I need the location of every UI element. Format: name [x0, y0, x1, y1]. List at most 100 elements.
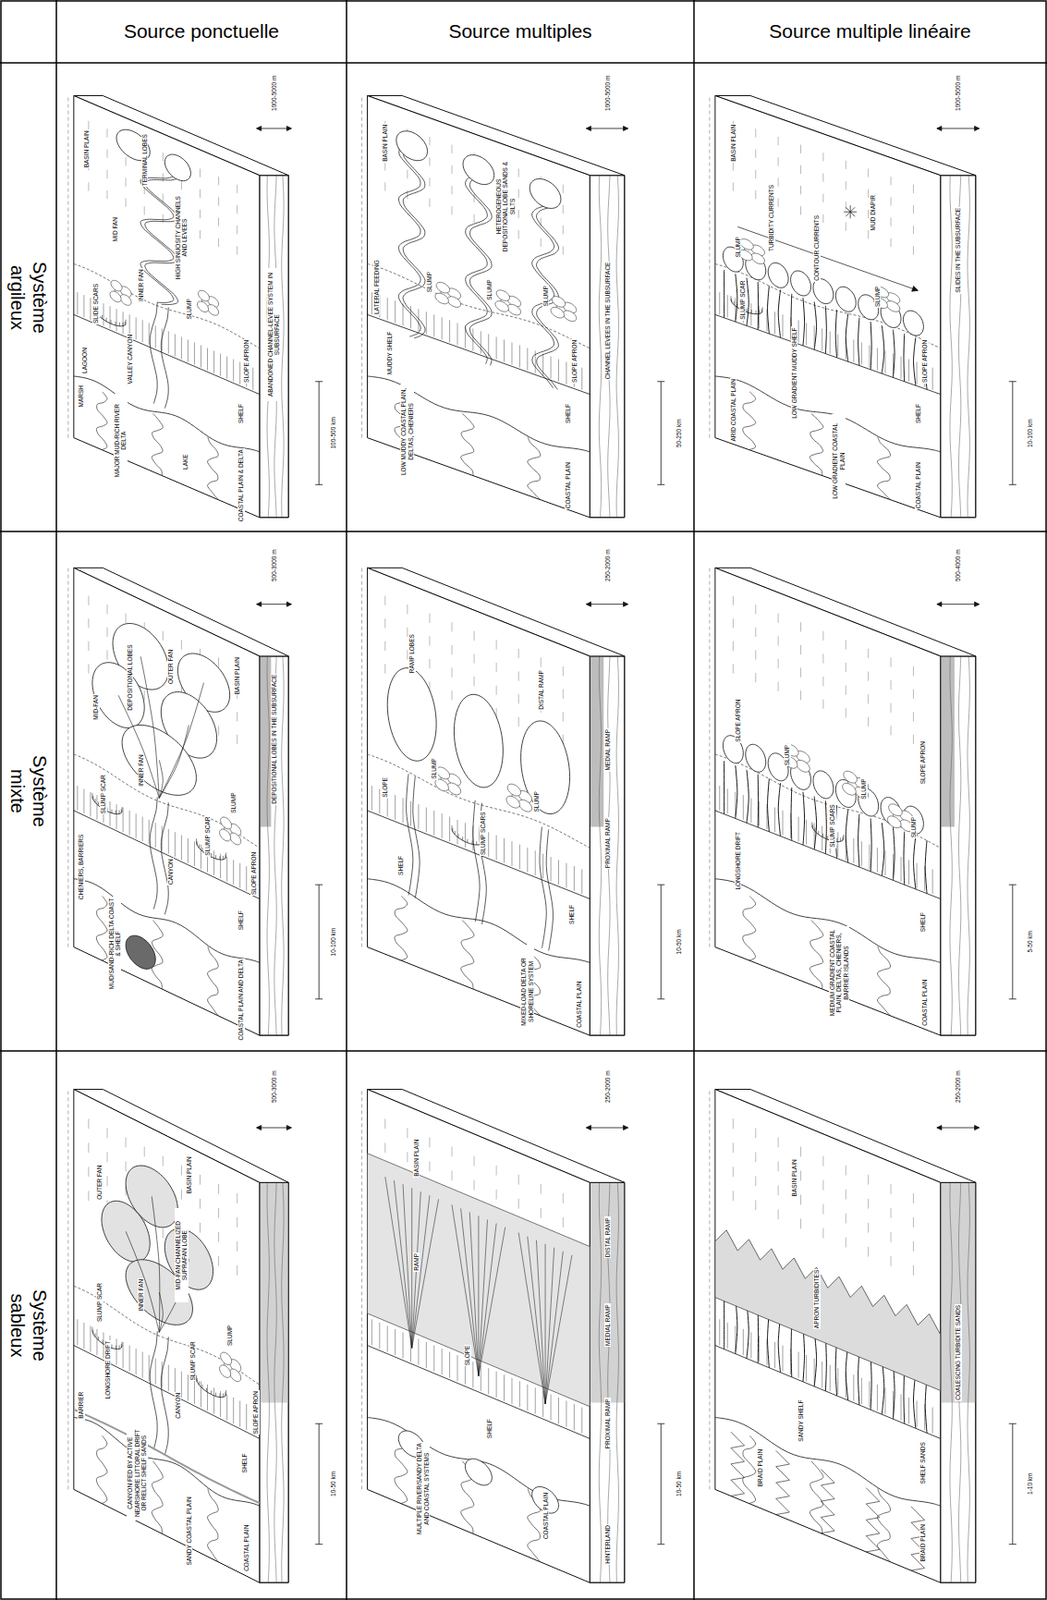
basin-hatch: [845, 662, 847, 672]
basin-hatch: [107, 128, 109, 137]
slope-hachure: [96, 1328, 98, 1355]
slope-hachure: [417, 308, 419, 331]
scar-tick: [812, 824, 814, 828]
scar-tick: [124, 321, 126, 326]
arrowhead: [937, 1125, 942, 1131]
basin-hatch: [913, 205, 914, 214]
slope-hachure: [861, 840, 863, 866]
basin-hatch: [754, 128, 756, 137]
feeder-channel: [539, 826, 547, 948]
slope-hachure: [932, 367, 934, 390]
ramp-channel: [477, 1215, 479, 1376]
slope-hachure: [550, 1393, 552, 1420]
basin-hatch: [562, 225, 564, 234]
basin-hatch: [406, 604, 408, 614]
basin-hatch: [218, 725, 220, 735]
facies-label: RAMP: [413, 1252, 420, 1272]
slope-hachure: [252, 367, 254, 390]
slope-hachure: [402, 797, 404, 823]
basin-hatch: [778, 635, 780, 646]
slope-apron: [813, 770, 834, 799]
facies-label: SLUMP SCAR: [99, 773, 107, 815]
facies-label: SANDY SHELF: [797, 1399, 804, 1443]
scar-tick: [97, 802, 99, 806]
facies-label: OUTER FAN: [96, 1164, 103, 1201]
subsurface-label: COALESCING TURBIDITE SANDS: [954, 1303, 962, 1401]
gully: [925, 1376, 927, 1434]
slope-hachure: [727, 788, 729, 814]
slump: [886, 301, 901, 313]
top-surface: [715, 1089, 941, 1583]
scar-tick: [206, 1387, 207, 1392]
river: [809, 1460, 824, 1534]
slope-hachure: [798, 1351, 800, 1378]
front-face: [259, 175, 289, 518]
slope-hachure: [782, 1345, 784, 1372]
basin-hatch: [162, 1228, 164, 1239]
scar-tick: [758, 309, 760, 314]
gully: [814, 796, 816, 850]
ramp-channel: [412, 1191, 422, 1348]
basin-hatch: [451, 165, 453, 174]
facies-label: SHELF: [919, 911, 926, 933]
scar-tick: [466, 839, 468, 843]
mud-diapir: [850, 205, 852, 212]
slope-hachure: [503, 339, 505, 362]
basin-hatch: [144, 690, 146, 700]
scale-tick: [657, 380, 665, 382]
basin-hatch: [754, 170, 756, 179]
facies-label: HETEROGENEOUS DEPOSITIONAL LOBE SANDS & …: [495, 159, 516, 255]
scale-tick: [657, 1423, 665, 1425]
slope-hachure: [232, 859, 234, 885]
gully: [913, 1372, 916, 1429]
slope-base: [715, 754, 941, 848]
slope-hachure: [433, 810, 435, 836]
ramp-channel: [478, 1219, 488, 1376]
distributary-channel: [158, 724, 189, 798]
block-diagram: [68, 567, 323, 1035]
slope-hachure: [245, 1403, 247, 1430]
river: [96, 895, 108, 960]
feeder-channel: [406, 773, 414, 895]
scar-tick: [195, 838, 197, 842]
gully: [803, 791, 805, 845]
slump: [447, 782, 461, 795]
slope-hachure: [503, 838, 505, 864]
facies-label: MUDDY SHELF: [386, 330, 393, 376]
length-scale-bar: [318, 1423, 320, 1544]
scar-tick: [842, 834, 844, 839]
basin-hatch: [107, 149, 109, 159]
scale-tick: [1009, 1423, 1017, 1425]
basin-hatch: [754, 1175, 756, 1186]
mud-diapir: [850, 211, 852, 219]
basin-hatch: [125, 157, 127, 166]
basin-hatch: [913, 666, 914, 676]
slope-hachure: [433, 1345, 435, 1372]
slope-apron: [902, 310, 924, 336]
gully: [757, 774, 759, 828]
slope-hachure: [174, 333, 176, 356]
facies-label: OUTER FAN: [167, 648, 174, 685]
subsurface-label: DISTAL RAMP: [604, 1217, 611, 1259]
slope-hachure: [727, 1322, 729, 1349]
stratum-line: [949, 175, 952, 518]
depth-scale: 1000-5000 m: [604, 74, 611, 112]
slump: [436, 766, 450, 780]
scale-tick: [315, 1423, 323, 1425]
slope-hachure: [581, 1407, 583, 1434]
facies-label: SLUMP SCARS: [828, 803, 836, 848]
basin-hatch: [428, 613, 430, 623]
slope-hachure: [402, 1331, 404, 1358]
front-face: [940, 1181, 976, 1583]
basin-hatch: [778, 1137, 780, 1148]
river: [394, 895, 408, 960]
slope-hachure: [213, 1387, 215, 1413]
basin-hatch: [451, 1170, 453, 1181]
slope-hachure: [782, 810, 784, 836]
slump: [436, 281, 450, 293]
slump: [197, 290, 209, 302]
slope-hachure: [519, 344, 521, 367]
facies-label: MIXED-LOAD DELTA OR SHORELINE SYSTEM: [520, 944, 535, 1039]
river: [461, 920, 475, 989]
facies-label: RAMP LOBES: [408, 633, 415, 674]
